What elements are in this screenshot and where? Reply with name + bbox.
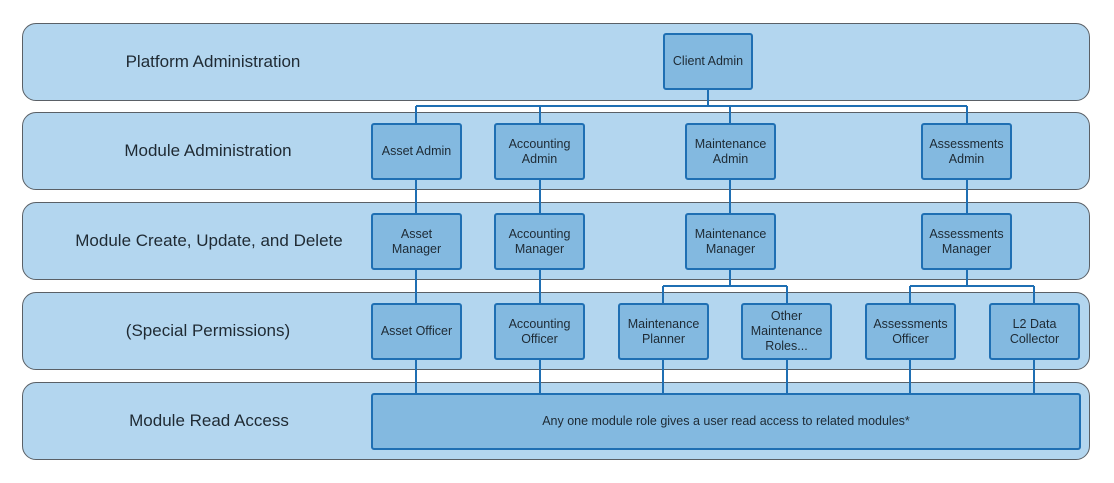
band-platform-administration: Platform Administration <box>22 23 1090 101</box>
node-assessments-admin: Assessments Admin <box>921 123 1012 180</box>
node-accounting-admin: Accounting Admin <box>494 123 585 180</box>
band-label-module-administration: Module Administration <box>124 141 292 160</box>
node-assessments-officer: Assessments Officer <box>865 303 956 360</box>
node-l2-data-collector: L2 Data Collector <box>989 303 1080 360</box>
band-label-special-permissions: (Special Permissions) <box>125 321 291 340</box>
node-maintenance-planner: Maintenance Planner <box>618 303 709 360</box>
node-assessments-manager: Assessments Manager <box>921 213 1012 270</box>
node-read-access: Any one module role gives a user read ac… <box>371 393 1081 450</box>
node-asset-officer: Asset Officer <box>371 303 462 360</box>
node-accounting-officer: Accounting Officer <box>494 303 585 360</box>
node-asset-admin: Asset Admin <box>371 123 462 180</box>
node-client-admin: Client Admin <box>663 33 753 90</box>
node-asset-manager: Asset Manager <box>371 213 462 270</box>
node-maintenance-admin: Maintenance Admin <box>685 123 776 180</box>
band-label-module-create-update-delete: Module Create, Update, and Delete <box>75 231 343 250</box>
node-maintenance-manager: Maintenance Manager <box>685 213 776 270</box>
node-other-maintenance-roles: Other Maintenance Roles... <box>741 303 832 360</box>
band-label-module-read-access: Module Read Access <box>129 411 289 430</box>
node-accounting-manager: Accounting Manager <box>494 213 585 270</box>
band-label-platform-administration: Platform Administration <box>125 52 301 71</box>
